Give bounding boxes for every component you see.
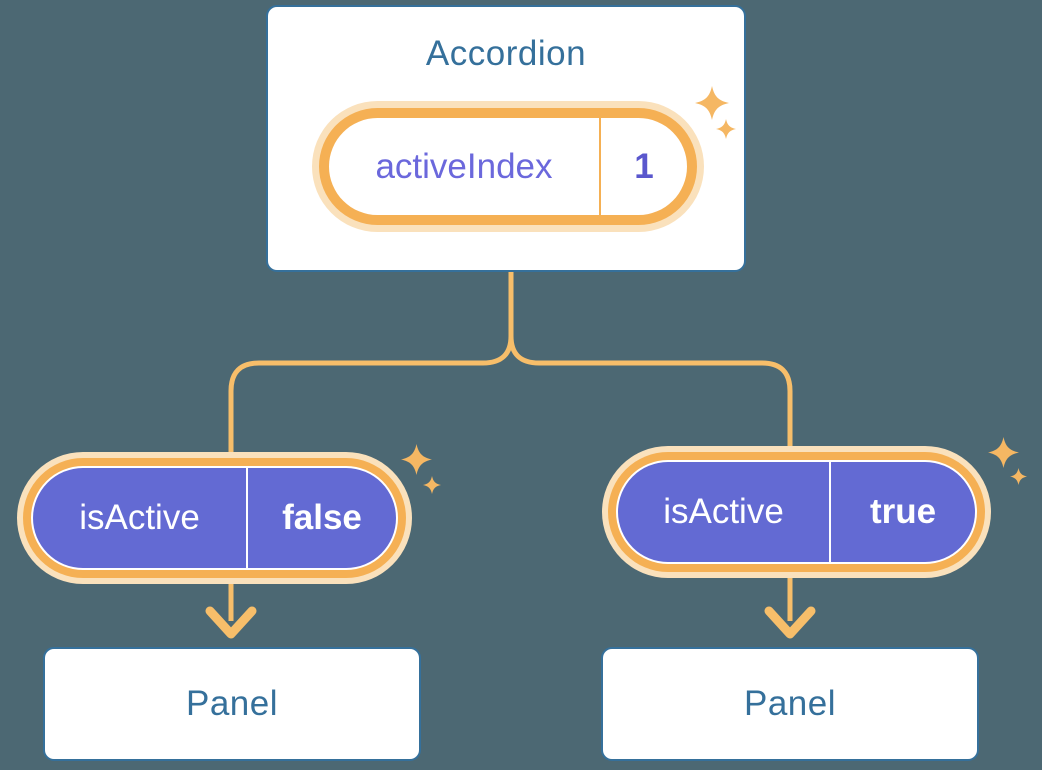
sparkle-icon (401, 444, 432, 475)
prop-pill-name: isActive (79, 498, 200, 537)
pill-separator (829, 462, 831, 562)
sparkle-icon (988, 437, 1019, 468)
right-branch-line (508, 335, 793, 621)
state-pill-value: 1 (634, 146, 654, 186)
prop-pill-value: false (282, 498, 362, 537)
pill-separator (599, 118, 601, 215)
sparkle-icon (1010, 468, 1027, 485)
prop-pill-value: true (869, 492, 937, 531)
left-branch-line (228, 335, 514, 621)
arrow-down-icon (205, 606, 257, 639)
pill-separator (246, 468, 248, 568)
state-pill-activeindex: activeIndex 1 (329, 118, 687, 215)
prop-pill-isactive-true: isActive true (618, 462, 975, 562)
panel-card-left: Panel (43, 647, 421, 761)
panel-label: Panel (185, 684, 279, 723)
prop-pill-isactive-false: isActive false (33, 468, 396, 568)
prop-pill-name: isActive (663, 492, 784, 531)
arrow-down-icon (764, 606, 816, 639)
sparkle-icon (716, 119, 736, 139)
accordion-title: Accordion (425, 34, 587, 73)
sparkle-icon (695, 86, 729, 120)
sparkle-icon (423, 476, 441, 494)
panel-label: Panel (743, 684, 837, 723)
branch-lines (228, 272, 793, 621)
panel-card-right: Panel (601, 647, 979, 761)
state-pill-name: activeIndex (375, 146, 553, 186)
